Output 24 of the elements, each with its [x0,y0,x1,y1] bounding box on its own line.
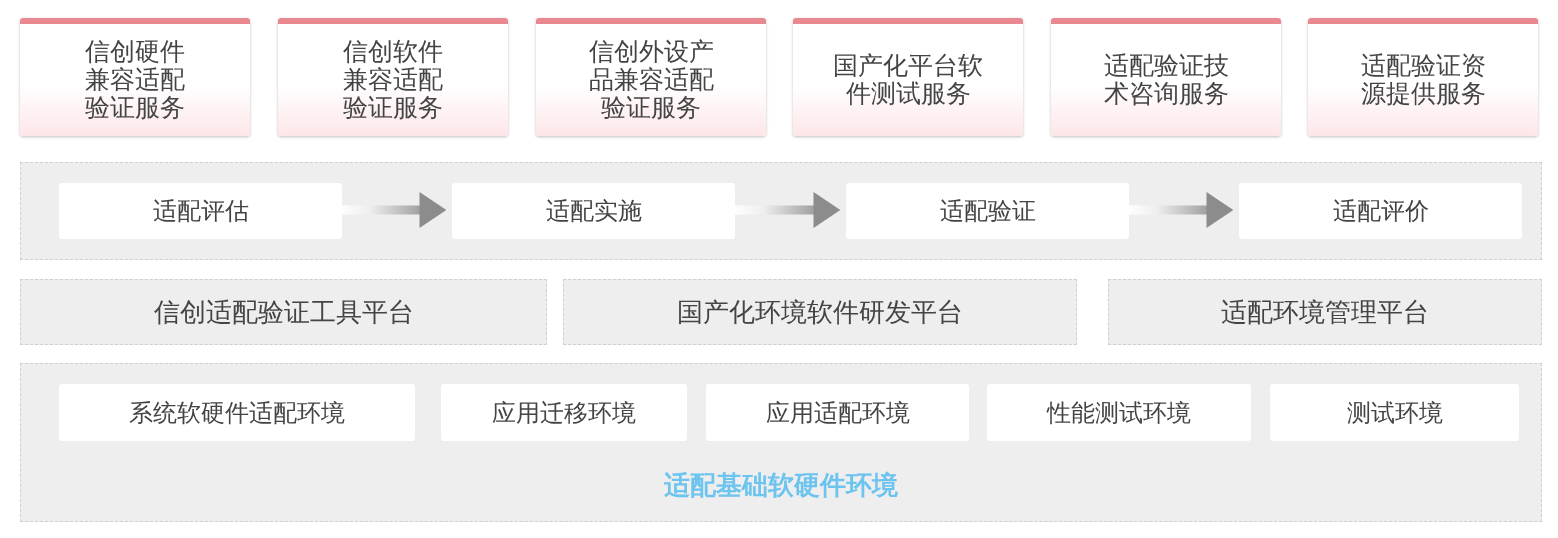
stage-box: 适配评估 [59,183,342,239]
stage-box: 适配评价 [1239,183,1522,239]
arrow [1128,192,1234,228]
service-card: 信创外设产品兼容适配验证服务 [536,18,766,136]
stage-box: 应用适配环境 [706,384,969,441]
service-card: 适配验证技术咨询服务 [1051,18,1281,136]
environment-panel [20,363,1542,522]
stage-box: 性能测试环境 [987,384,1251,441]
service-card: 国产化平台软件测试服务 [793,18,1023,136]
stage-box: 应用迁移环境 [441,384,687,441]
arrow [734,192,841,228]
stage-box: 适配验证 [846,183,1129,239]
platform-box: 适配环境管理平台 [1108,279,1542,345]
panel-title: 适配基础软硬件环境 [663,469,899,502]
stage-box: 系统软硬件适配环境 [59,384,415,441]
service-card: 信创硬件兼容适配验证服务 [20,18,250,136]
service-card: 信创软件兼容适配验证服务 [278,18,508,136]
stage-box: 测试环境 [1270,384,1519,441]
arrow [341,192,447,228]
platform-box: 国产化环境软件研发平台 [563,279,1077,345]
process-panel [20,162,1542,260]
service-card: 适配验证资源提供服务 [1308,18,1538,136]
stage-box: 适配实施 [452,183,735,239]
platform-box: 信创适配验证工具平台 [20,279,547,345]
